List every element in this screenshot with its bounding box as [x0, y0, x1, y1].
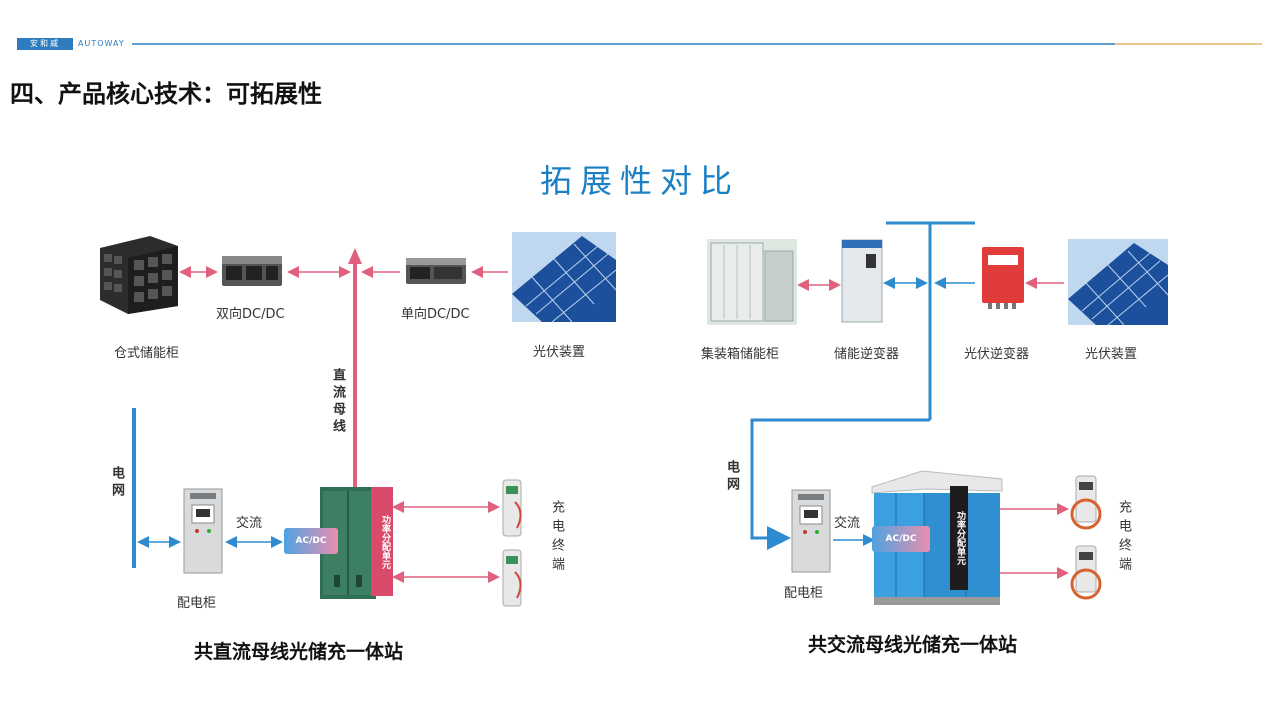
pv-inverter-icon [982, 247, 1024, 309]
dc-bus-label: 直流母线 [330, 368, 345, 436]
charger-icon [502, 479, 522, 537]
unidir-dcdc-icon [406, 258, 466, 284]
distribution-cabinet-icon [791, 489, 831, 573]
page-title: 四、产品核心技术：可拓展性 [10, 80, 322, 108]
container-storage-icon [707, 239, 797, 325]
bidir-dcdc-icon [222, 256, 282, 286]
charger-terminal-label-right: 充电终端 [1116, 500, 1131, 576]
storage-inverter-label: 储能逆变器 [834, 347, 900, 362]
ac-label-right: 交流 [834, 516, 861, 531]
charger-icon [1070, 475, 1102, 530]
unidir-dcdc-label: 单向DC/DC [401, 307, 470, 322]
storage-cabinet-icon [100, 236, 178, 314]
section-title: 拓展性对比 [539, 162, 740, 200]
distribution-cabinet-label-right: 配电柜 [784, 586, 824, 601]
left-caption: 共直流母线光储充一体站 [194, 641, 404, 663]
acdc-module-right: AC/DC [872, 526, 930, 552]
pv-label-right: 光伏装置 [1085, 347, 1138, 362]
charger-icon [1070, 545, 1102, 600]
grid-label-right: 电网 [724, 460, 739, 494]
right-caption: 共交流母线光储充一体站 [808, 634, 1018, 656]
power-distribution-unit-right: 功率分配单元 [950, 486, 968, 590]
charger-icon [502, 549, 522, 607]
pv-inverter-label: 光伏逆变器 [964, 347, 1030, 362]
container-storage-label: 集装箱储能柜 [701, 347, 780, 362]
storage-inverter-icon [841, 239, 883, 323]
bidir-dcdc-label: 双向DC/DC [216, 307, 285, 322]
grid-label: 电网 [109, 466, 124, 500]
acdc-module: AC/DC [284, 528, 338, 554]
distribution-cabinet-label: 配电柜 [177, 596, 217, 611]
substation-kiosk-icon [871, 470, 1003, 605]
pv-panel-icon [1068, 239, 1168, 325]
distribution-cabinet-icon [183, 488, 223, 574]
pv-panel-icon [512, 232, 616, 322]
ac-label: 交流 [236, 516, 263, 531]
power-distribution-unit: 功率分配单元 [371, 487, 393, 596]
charger-terminal-label: 充电终端 [549, 500, 564, 576]
storage-cabinet-label: 仓式储能柜 [114, 346, 180, 361]
brand-logo-badge: 安和威 [17, 38, 73, 50]
brand-logo-text: AUTOWAY [78, 39, 125, 48]
pv-label: 光伏装置 [533, 345, 586, 360]
